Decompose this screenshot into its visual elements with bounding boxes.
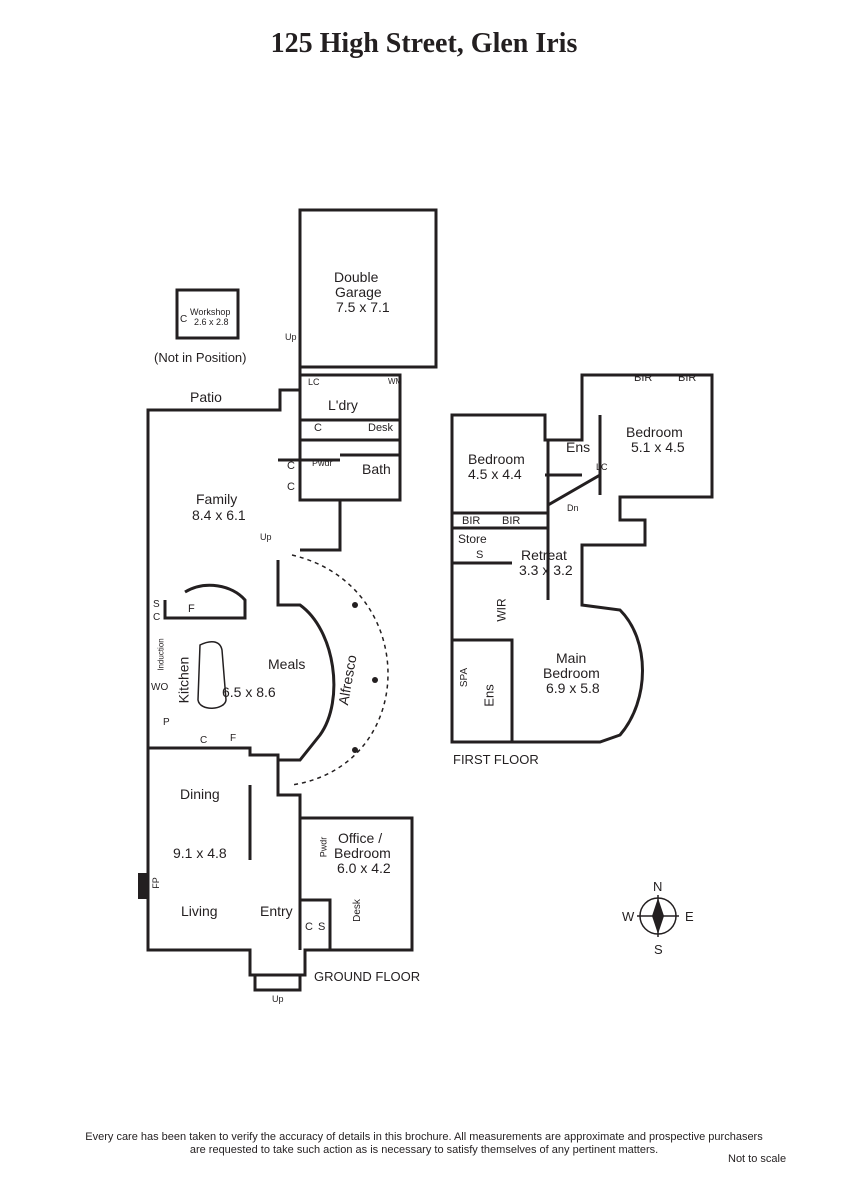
patio-label: Patio [190,389,222,405]
dining-label: Dining [180,786,220,802]
office-pwdr: Pwdr [318,836,329,858]
bedroom2-dims: 5.1 x 4.5 [631,439,685,455]
meals-label: Meals [268,656,306,672]
bedroom1-dims: 4.5 x 4.4 [468,466,522,482]
kitchen-bench [163,583,247,620]
workshop-outline [175,288,240,340]
ens1-label: Ens [566,439,591,455]
ff-s: S [476,549,484,561]
office-label: Office / [338,830,383,846]
meals-dims: 6.5 x 8.6 [222,684,276,700]
dn-label: Dn [567,503,579,513]
compass-n: N [653,879,663,894]
stair-up-label: Up [260,532,272,542]
bedroom1-label: Bedroom [468,451,525,467]
disclaimer-line-2: are requested to take such action as is … [189,1144,659,1156]
first-floor-label: FIRST FLOOR [453,752,539,767]
entry-label: Entry [260,903,293,919]
kitchen-c2: C [200,735,208,746]
pwdr-label: Pwdr [312,458,333,468]
laundry-desk: Desk [368,422,394,434]
garage-label: Double [334,269,379,285]
c2-label: C [287,481,295,493]
bir-1: BIR [634,372,653,384]
bath-label: Bath [362,461,391,477]
main-bedroom-label-2: Bedroom [543,665,600,681]
office-label-2: Bedroom [334,845,391,861]
ens2-label: Ens [481,684,497,707]
alfresco-post [352,747,358,753]
induction-label: Induction [156,638,166,671]
kitchen-c: C [153,612,161,623]
alfresco-post [352,602,358,608]
meals-wall-curve [276,560,336,762]
kitchen-f: F [188,603,195,615]
kitchen-island [197,640,227,709]
workshop-label: Workshop [190,307,231,317]
living-label: Living [181,903,218,919]
disclaimer: Every care has been taken to verify the … [0,1131,848,1157]
not-to-scale: Not to scale [728,1153,787,1165]
floor-plan [138,208,714,992]
laundry-c: C [314,422,322,434]
workshop-note: (Not in Position) [154,350,247,365]
garage-walls [298,208,438,369]
up-label: Up [285,332,297,342]
workshop-dims: 2.6 x 2.8 [194,317,229,327]
laundry-label: L'dry [328,397,358,413]
compass [637,895,679,937]
bir-4: BIR [502,515,521,527]
kitchen-f2: F [230,733,237,744]
dining-dims: 9.1 x 4.8 [173,845,227,861]
kitchen-p: P [163,717,170,728]
bir-2: BIR [678,372,697,384]
front-up-label: Up [272,994,284,1004]
cs-c: C [305,921,313,933]
compass-e: E [685,909,694,924]
disclaimer-line-1: Every care has been taken to verify the … [85,1131,763,1143]
garage-dims: 7.5 x 7.1 [336,299,390,315]
bir-3: BIR [462,515,481,527]
wir-label: WIR [494,598,509,622]
alfresco-arc [291,554,389,786]
kitchen-label: Kitchen [175,656,192,704]
main-bedroom-dims: 6.9 x 5.8 [546,680,600,696]
office-desk: Desk [351,899,363,922]
fireplace-block [138,873,148,899]
entry-porch [253,975,302,992]
bedroom2-label: Bedroom [626,424,683,440]
ground-floor-label: GROUND FLOOR [314,969,421,984]
garage-label-2: Garage [335,284,382,300]
family-dims: 8.4 x 6.1 [192,507,246,523]
spa-label: SPA [459,667,471,688]
retreat-dims: 3.3 x 3.2 [519,562,573,578]
ground-floor-walls [146,367,414,977]
alfresco-post [372,677,378,683]
main-bedroom-label: Main [556,650,587,666]
compass-s: S [654,942,663,957]
first-floor-walls [450,373,714,744]
kitchen-wo: WO [151,682,169,693]
page-title: 125 High Street, Glen Iris [270,28,578,59]
laundry-walls [300,373,402,442]
compass-w: W [622,909,635,924]
bath-walls [278,453,402,500]
kitchen-s: S [153,599,160,610]
cs-s: S [318,921,326,933]
office-dims: 6.0 x 4.2 [337,860,391,876]
store-label: Store [458,532,487,546]
retreat-label: Retreat [521,547,567,563]
office-walls [298,818,332,950]
first-floor-inner [452,415,602,742]
workshop-c: C [180,314,188,325]
family-label: Family [196,491,238,507]
c1-label: C [287,460,295,472]
laundry-wm: WM [388,377,403,386]
ff-lc: LC [596,462,608,472]
laundry-lc: LC [308,377,320,387]
fp-label: FP [150,877,161,889]
